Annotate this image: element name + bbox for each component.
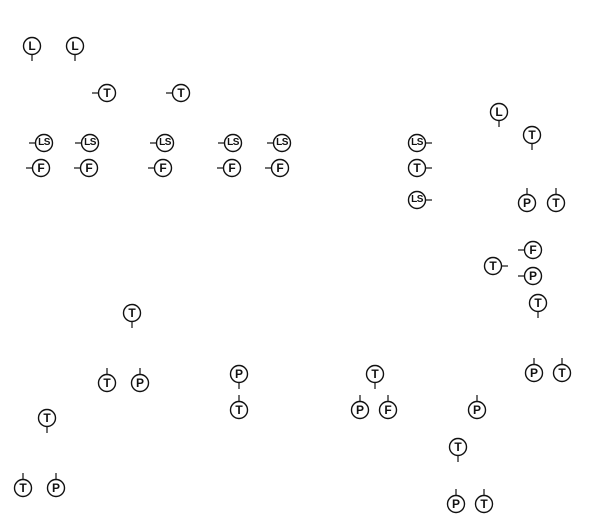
instrument-symbol: F bbox=[518, 240, 543, 260]
instrument-symbol: T bbox=[97, 368, 117, 393]
instrument-symbol: L bbox=[65, 36, 85, 61]
instrument-symbol: F bbox=[378, 395, 398, 420]
instrument-symbol: LS bbox=[218, 133, 243, 153]
instrument-symbol: T bbox=[122, 303, 142, 328]
instrument-symbol: F bbox=[26, 158, 51, 178]
instrument-symbol: LS bbox=[29, 133, 54, 153]
instrument-symbol: F bbox=[74, 158, 99, 178]
instrument-symbol: P bbox=[350, 395, 370, 420]
instrument-symbol: LS bbox=[75, 133, 100, 153]
instrument-symbol: LS bbox=[267, 133, 292, 153]
instrument-symbol: T bbox=[92, 83, 117, 103]
instrument-symbol: F bbox=[217, 158, 242, 178]
instrument-symbol: T bbox=[365, 364, 385, 389]
instrument-symbol: T bbox=[448, 437, 468, 462]
instrument-symbol: LS bbox=[407, 190, 432, 210]
instrument-symbol: F bbox=[148, 158, 173, 178]
instrument-symbol: P bbox=[130, 368, 150, 393]
instrument-symbol: P bbox=[524, 358, 544, 383]
instrument-symbol: T bbox=[483, 256, 508, 276]
instrument-symbol: T bbox=[522, 125, 542, 150]
instrument-symbol: T bbox=[474, 489, 494, 514]
instrument-symbol: P bbox=[446, 489, 466, 514]
instrument-symbol: T bbox=[37, 408, 57, 433]
instrument-symbol: LS bbox=[150, 133, 175, 153]
instrument-symbol: T bbox=[229, 395, 249, 420]
instrument-symbol: F bbox=[265, 158, 290, 178]
instrument-symbol: P bbox=[517, 188, 537, 213]
instrument-symbol: T bbox=[552, 358, 572, 383]
instrument-symbol: P bbox=[229, 364, 249, 389]
instrument-symbol: LS bbox=[407, 133, 432, 153]
instrument-symbol: P bbox=[46, 473, 66, 498]
instrument-symbol: T bbox=[407, 158, 432, 178]
instrument-symbol: T bbox=[13, 473, 33, 498]
instrument-symbol: L bbox=[489, 102, 509, 127]
instrument-symbol: T bbox=[546, 188, 566, 213]
instrument-symbol: T bbox=[528, 293, 548, 318]
instrument-symbol: T bbox=[166, 83, 191, 103]
instrument-symbol: P bbox=[518, 266, 543, 286]
instrument-symbol: P bbox=[467, 395, 487, 420]
instrument-symbol: L bbox=[22, 36, 42, 61]
